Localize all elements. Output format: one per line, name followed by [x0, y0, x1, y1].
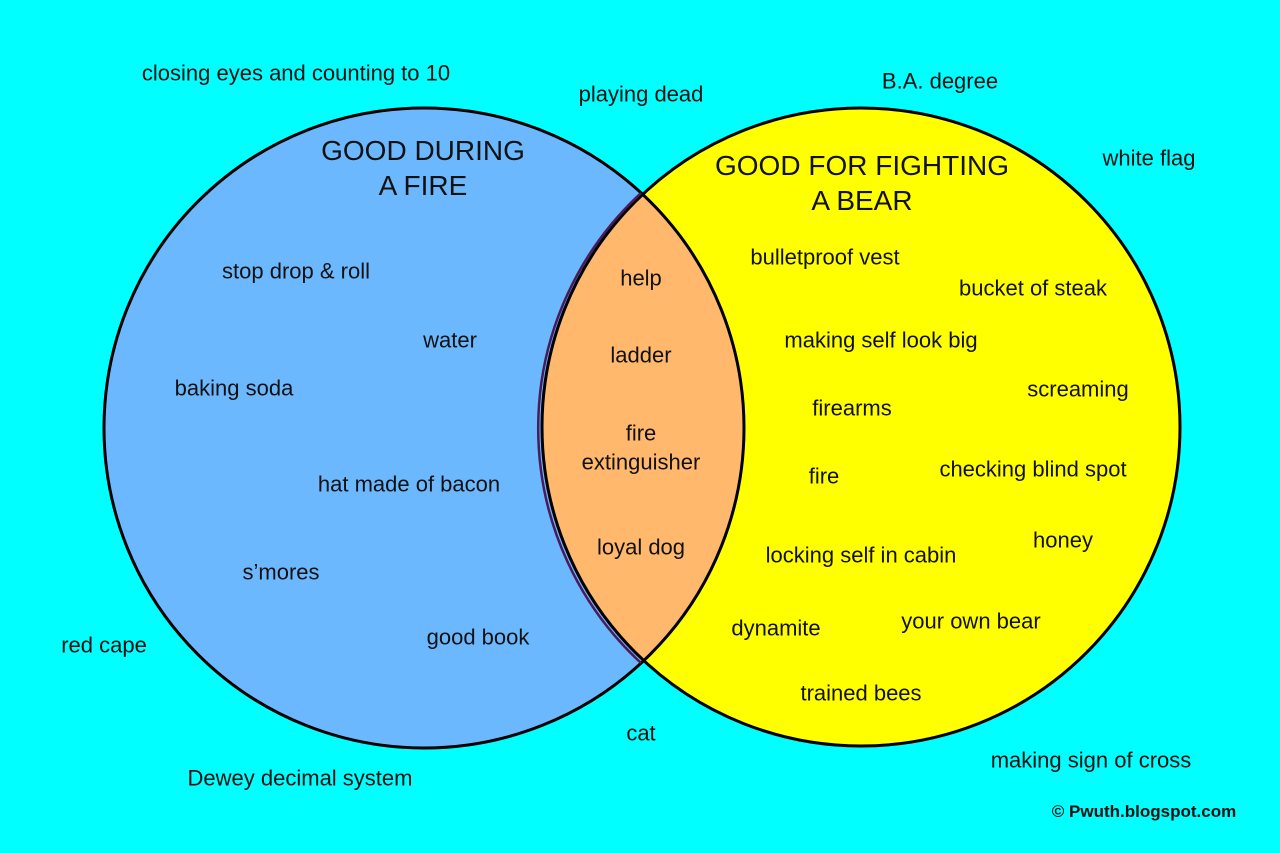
overlap-item: ladder: [610, 342, 672, 368]
overlap-item: help: [620, 265, 662, 291]
right-item: dynamite: [731, 615, 821, 641]
outside-item: B.A. degree: [881, 68, 999, 94]
left-circle-title: GOOD DURING A FIRE: [321, 133, 525, 203]
left-item: hat made of bacon: [317, 471, 501, 497]
title-line: GOOD DURING: [321, 135, 525, 166]
left-item: water: [423, 327, 477, 353]
right-item: honey: [1033, 527, 1093, 553]
right-item: bulletproof vest: [750, 244, 900, 270]
left-item: s’mores: [242, 559, 320, 585]
right-item: locking self in cabin: [765, 542, 957, 568]
title-line: A FIRE: [378, 170, 468, 201]
title-line: GOOD FOR FIGHTING: [715, 150, 1009, 181]
outside-item: making sign of cross: [990, 747, 1192, 773]
left-item: stop drop & roll: [222, 258, 370, 284]
outside-item: white flag: [1102, 145, 1196, 171]
outside-item: red cape: [61, 632, 147, 658]
overlap-item: fire extinguisher: [581, 420, 701, 474]
right-item: fire: [808, 463, 840, 489]
right-item: your own bear: [901, 608, 1041, 634]
copyright-credit: © Pwuth.blogspot.com: [1051, 801, 1237, 821]
right-item: trained bees: [800, 680, 922, 706]
right-item: checking blind spot: [939, 456, 1127, 482]
right-item: firearms: [812, 395, 892, 421]
title-line: A BEAR: [811, 185, 913, 216]
right-item: bucket of steak: [959, 275, 1107, 301]
left-item: baking soda: [174, 375, 294, 401]
outside-item: closing eyes and counting to 10: [141, 60, 451, 86]
right-item: screaming: [1027, 376, 1129, 402]
outside-item: playing dead: [578, 81, 704, 107]
outside-item: Dewey decimal system: [187, 765, 413, 791]
overlap-item: loyal dog: [596, 534, 686, 560]
right-circle-title: GOOD FOR FIGHTING A BEAR: [715, 148, 1009, 218]
left-item: good book: [426, 624, 530, 650]
right-item: making self look big: [784, 327, 978, 353]
outside-item: cat: [626, 720, 656, 746]
